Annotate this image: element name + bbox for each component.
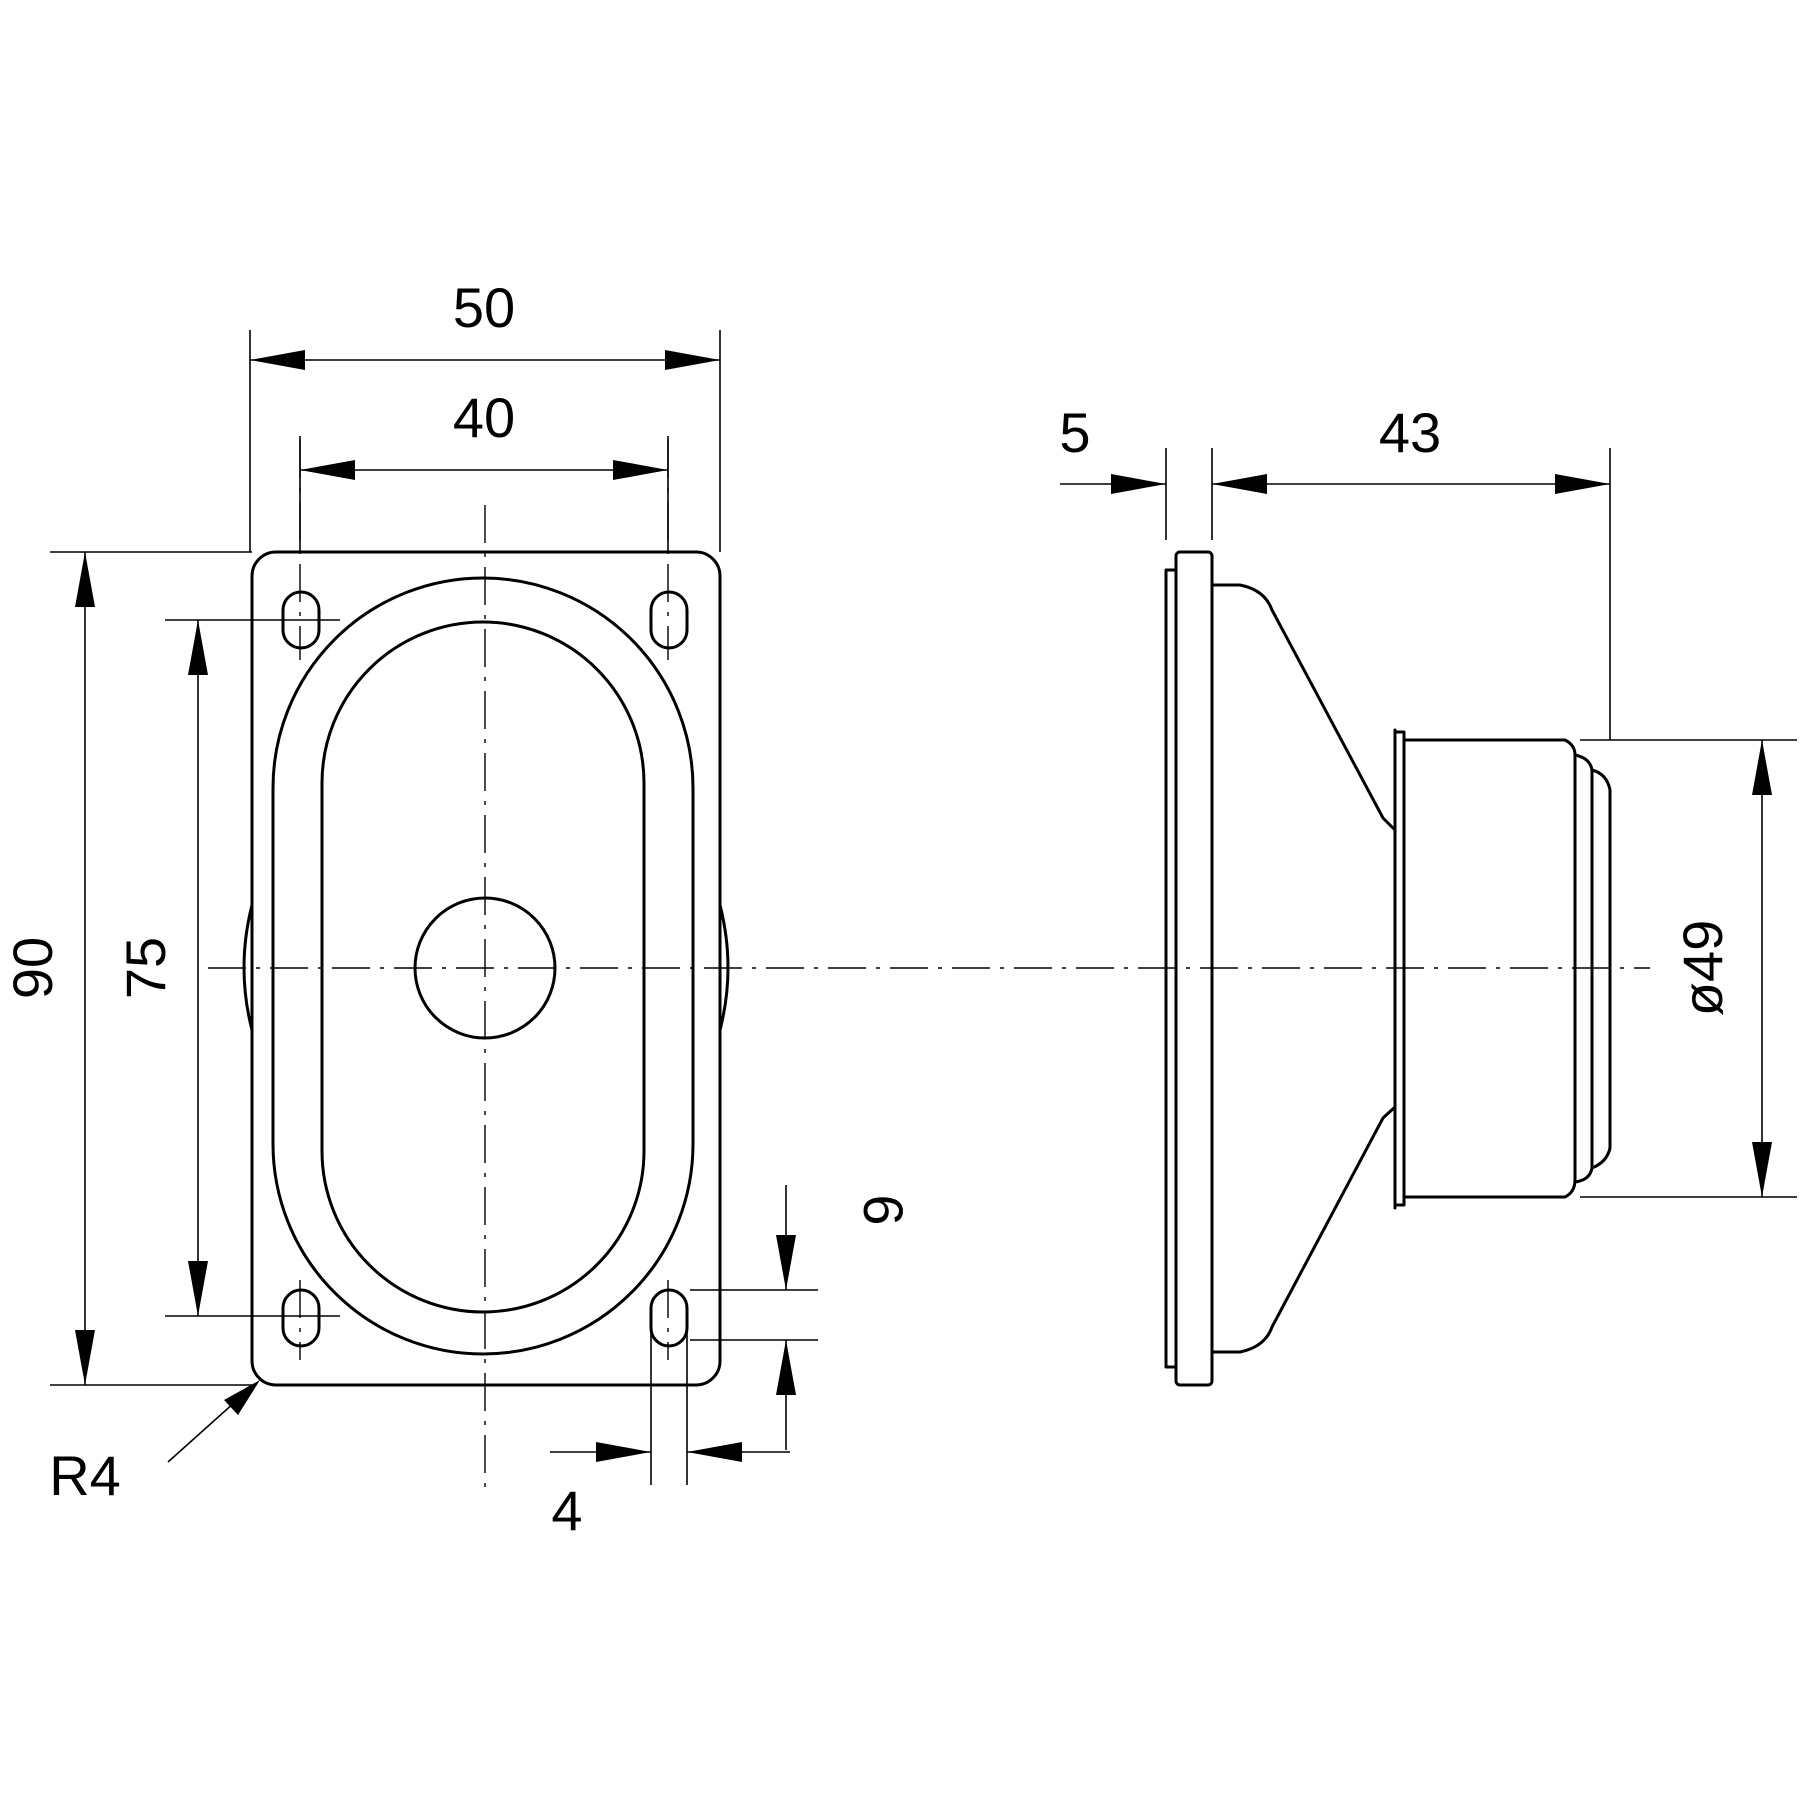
dim-height-overall: 90 <box>1 937 64 999</box>
flange-lip <box>1164 568 1178 1369</box>
flange <box>1174 550 1214 1387</box>
center-lines <box>208 440 1650 1490</box>
dim-flange-thickness: 5 <box>1059 401 1090 464</box>
mounting-hole-bottom-right <box>649 1288 689 1348</box>
dim-hole-offset-vertical: 6 <box>852 1194 915 1225</box>
basket-bottom <box>1210 1105 1397 1354</box>
dim-magnet-diameter: ø49 <box>1671 920 1734 1017</box>
basket-top <box>1210 583 1397 832</box>
dim-depth: 43 <box>1379 401 1441 464</box>
mounting-hole-bottom-left <box>281 1288 321 1348</box>
magnet-back-cap <box>1573 753 1612 1184</box>
dim-width-overall: 50 <box>453 276 515 339</box>
mounting-hole-top-right <box>649 590 689 650</box>
magnet-body <box>1393 730 1577 1207</box>
side-dimensions: 5 43 ø49 <box>1059 401 1797 1198</box>
outer-surround <box>271 576 695 1356</box>
dim-height-holes: 75 <box>114 937 177 999</box>
cone-oval <box>320 620 646 1314</box>
front-dimensions: 50 40 90 75 6 4 <box>1 276 915 1542</box>
dim-width-holes: 40 <box>453 386 515 449</box>
front-view <box>242 550 730 1387</box>
side-view <box>1164 550 1612 1387</box>
dim-corner-radius: R4 <box>49 1444 121 1507</box>
dim-hole-offset-horizontal: 4 <box>551 1479 582 1542</box>
